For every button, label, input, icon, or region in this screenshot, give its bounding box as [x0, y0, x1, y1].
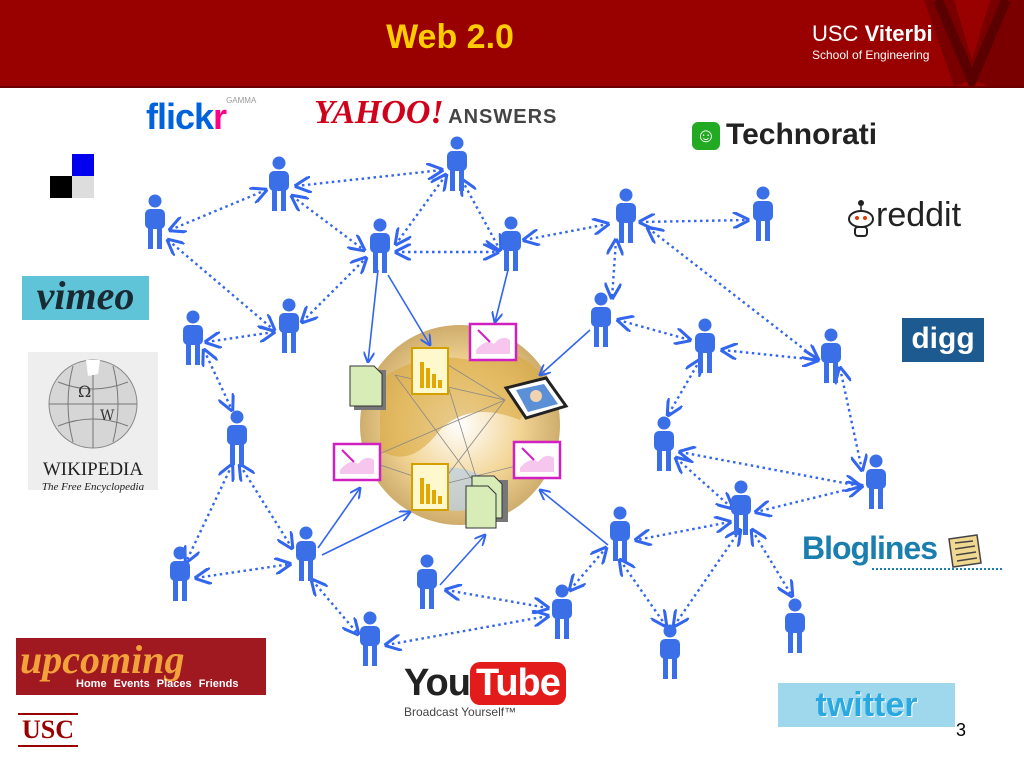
image-icon: [468, 322, 518, 362]
person-icon: [296, 526, 316, 581]
person-icon: [227, 410, 247, 465]
person-icon: [501, 216, 521, 271]
wikipedia-globe-icon: Ω W: [48, 359, 138, 449]
bloglines-logo: Bloglines: [802, 530, 1002, 570]
bar-chart-doc-icon: [411, 347, 449, 395]
newspaper-icon: [948, 533, 982, 568]
wikipedia-logo: Ω W WIKIPEDIA The Free Encyclopedia: [28, 352, 158, 493]
technorati-logo: ☺Technorati: [692, 118, 877, 152]
content-links: [317, 269, 609, 586]
person-icon: [360, 611, 380, 666]
slide-title: Web 2.0: [386, 18, 514, 56]
person-icon: [753, 186, 773, 241]
person-icon: [616, 188, 636, 243]
person-icon: [866, 454, 886, 509]
person-icon: [552, 584, 572, 639]
person-icon: [785, 598, 805, 653]
usc-viterbi-brand: USC Viterbi School of Engineering: [812, 21, 933, 63]
upcoming-nav: Home Events Places Friends: [76, 678, 239, 690]
flickr-logo: flickrGAMMA: [146, 96, 257, 137]
reddit-logo: reddit: [846, 196, 961, 238]
person-icon: [610, 506, 630, 561]
globe-icon: [360, 325, 560, 525]
people: [145, 136, 886, 679]
upcoming-logo: upcoming Home Events Places Friends: [16, 637, 266, 695]
digg-logo: digg: [902, 318, 984, 362]
person-icon: [821, 328, 841, 383]
person-icon: [660, 624, 680, 679]
reddit-alien-icon: [848, 200, 874, 238]
person-icon: [269, 156, 289, 211]
image-icon: [332, 442, 382, 482]
person-icon: [695, 318, 715, 373]
person-icon: [370, 218, 390, 273]
bloglines-underline: [872, 568, 1002, 570]
usc-logo: USC: [18, 713, 78, 751]
person-icon: [591, 292, 611, 347]
svg-text:W: W: [100, 408, 115, 424]
person-icon: [170, 546, 190, 601]
person-icon: [145, 194, 165, 249]
documents-stack-icon: [465, 475, 508, 529]
twitter-logo: twitter: [778, 683, 955, 727]
bar-chart-doc-icon: [411, 463, 449, 511]
viterbi-v-logo: [924, 0, 1024, 86]
technorati-icon: ☺: [692, 122, 720, 151]
delicious-logo: [50, 154, 94, 198]
slide-header: Web 2.0 USC Viterbi School of Engineerin…: [0, 0, 1024, 88]
person-icon: [447, 136, 467, 191]
svg-text:Ω: Ω: [78, 382, 91, 401]
content-items: [332, 322, 569, 529]
person-icon: [654, 416, 674, 471]
vimeo-logo: vimeo: [22, 276, 149, 320]
image-icon: [512, 440, 562, 480]
person-icon: [731, 480, 751, 535]
photo-icon: [503, 376, 569, 420]
person-icon: [183, 310, 203, 365]
person-icon: [279, 298, 299, 353]
person-icon: [417, 554, 437, 609]
social-links: [168, 170, 862, 645]
document-icon: [349, 365, 386, 410]
yahoo-answers-logo: YAHOO! ANSWERS: [314, 94, 558, 131]
page-number: 3: [956, 720, 967, 740]
